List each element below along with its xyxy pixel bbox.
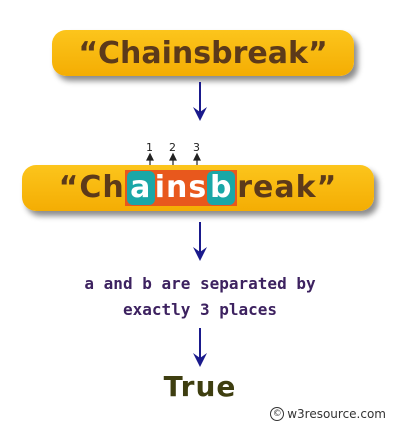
down-arrow-icon <box>193 328 207 367</box>
open-quote: “ <box>58 170 80 205</box>
explanation-line-1: a and b are separated by <box>84 274 316 293</box>
index-label: 2 <box>169 141 176 154</box>
letter-a-highlight: a <box>126 171 155 205</box>
letter-b-highlight: b <box>207 171 236 205</box>
credit: © w3resource.com <box>270 407 386 421</box>
down-arrow-icon <box>193 222 207 261</box>
suffix-text: reak <box>237 170 317 205</box>
close-quote: ” <box>316 170 338 205</box>
index-label: 3 <box>193 141 200 154</box>
credit-text: w3resource.com <box>287 407 386 421</box>
explanation-line-2: exactly 3 places <box>122 300 278 319</box>
between-letters-text: ins <box>154 170 208 205</box>
index-label: 1 <box>146 141 153 154</box>
input-string-box: “Chainsbreak” <box>52 30 354 76</box>
down-arrow-icon <box>193 82 207 121</box>
input-string-text: “Chainsbreak” <box>78 35 328 71</box>
result-text: True <box>163 370 237 403</box>
prefix-text: Ch <box>79 170 125 205</box>
copyright-icon: © <box>270 407 285 421</box>
